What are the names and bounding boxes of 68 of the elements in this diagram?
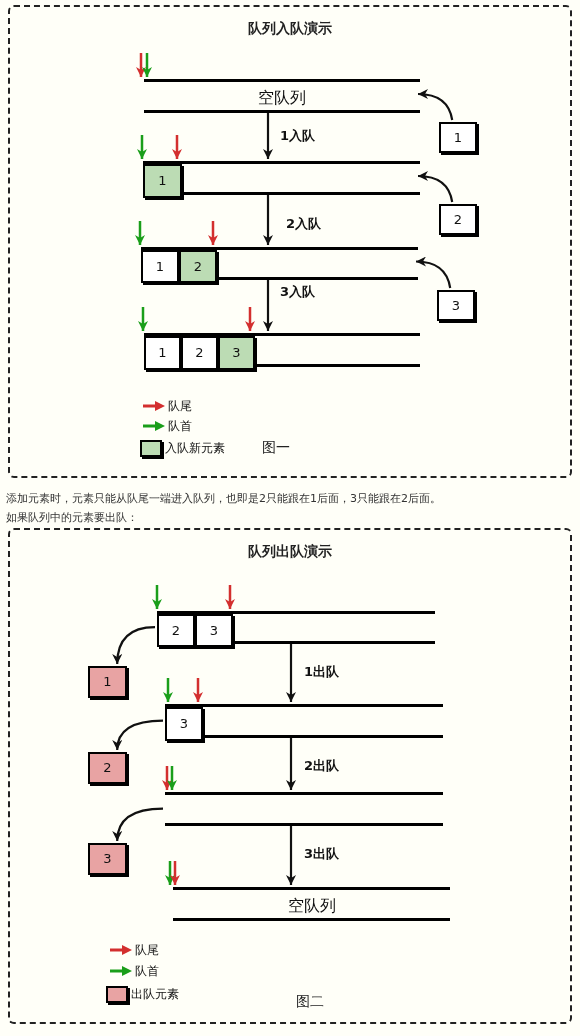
arrow	[112, 807, 164, 842]
pointer-arrow	[152, 585, 162, 609]
dequeued-element-box: 2	[88, 752, 127, 784]
pointer-arrow	[170, 861, 180, 885]
queue-element-box: 1	[141, 250, 179, 283]
legend-label: 出队元素	[131, 986, 179, 1003]
arrow	[286, 824, 296, 885]
edge-label: 3出队	[304, 845, 340, 863]
incoming-element-box: 3	[437, 290, 475, 321]
body-text: 添加元素时，元素只能从队尾一端进入队列，也即是2只能跟在1后面，3只能跟在2后面。	[6, 491, 441, 507]
queue-label: 空队列	[257, 87, 307, 109]
queue-element-box: 2	[157, 614, 195, 647]
arrow	[263, 278, 273, 331]
pointer-arrow	[136, 53, 146, 77]
dequeued-element-box: 1	[88, 666, 127, 698]
legend-label: 队首	[168, 418, 192, 435]
edge-label: 1出队	[304, 663, 340, 681]
figure-caption: 图二	[296, 992, 324, 1011]
arrow	[286, 736, 296, 790]
edge-label: 2入队	[286, 215, 322, 233]
arrow	[263, 111, 273, 159]
diagram-panel	[8, 528, 572, 1024]
queue-track	[173, 887, 450, 921]
panel-title: 队列出队演示	[247, 542, 333, 561]
edge-label: 3入队	[280, 283, 316, 301]
arrow	[263, 193, 273, 245]
arrow	[112, 719, 164, 751]
legend-label: 入队新元素	[165, 440, 225, 457]
pointer-arrow	[138, 307, 148, 331]
edge-label: 1入队	[280, 127, 316, 145]
queue-element-box: 2	[181, 336, 218, 370]
queue-element-box: 1	[144, 336, 181, 370]
pointer-arrow	[172, 135, 182, 159]
queue-track	[165, 792, 443, 826]
queue-label: 空队列	[286, 895, 337, 917]
pointer-arrow	[162, 766, 172, 790]
legend-label: 队尾	[135, 942, 159, 959]
queue-element-box: 3	[218, 336, 255, 370]
pointer-arrow	[137, 135, 147, 159]
arrow	[417, 171, 454, 203]
queue-element-box: 2	[179, 250, 217, 283]
pointer-arrow	[165, 861, 175, 885]
dequeued-element-box: 3	[88, 843, 127, 875]
incoming-element-box: 1	[439, 122, 477, 153]
edge-label: 2出队	[304, 757, 340, 775]
arrow	[417, 89, 454, 121]
pointer-arrow	[225, 585, 235, 609]
queue-element-box: 3	[165, 707, 203, 741]
pointer-arrow	[135, 221, 145, 245]
queue-element-box: 3	[195, 614, 233, 647]
diagram-panel	[8, 5, 572, 478]
arrow	[286, 642, 296, 702]
arrow	[112, 626, 156, 665]
legend-label: 队尾	[168, 398, 192, 415]
pointer-arrow	[142, 53, 152, 77]
queue-element-box: 1	[143, 164, 182, 198]
body-text: 如果队列中的元素要出队：	[6, 510, 138, 526]
pointer-arrow	[163, 678, 173, 702]
queue-track	[144, 79, 420, 113]
pointer-arrow	[193, 678, 203, 702]
panel-title: 队列入队演示	[247, 19, 333, 38]
arrow	[415, 256, 452, 289]
pointer-arrow	[208, 221, 218, 245]
incoming-element-box: 2	[439, 204, 477, 235]
pointer-arrow	[245, 307, 255, 331]
legend-label: 队首	[135, 963, 159, 980]
figure-caption: 图一	[262, 438, 290, 457]
pointer-arrow	[167, 766, 177, 790]
